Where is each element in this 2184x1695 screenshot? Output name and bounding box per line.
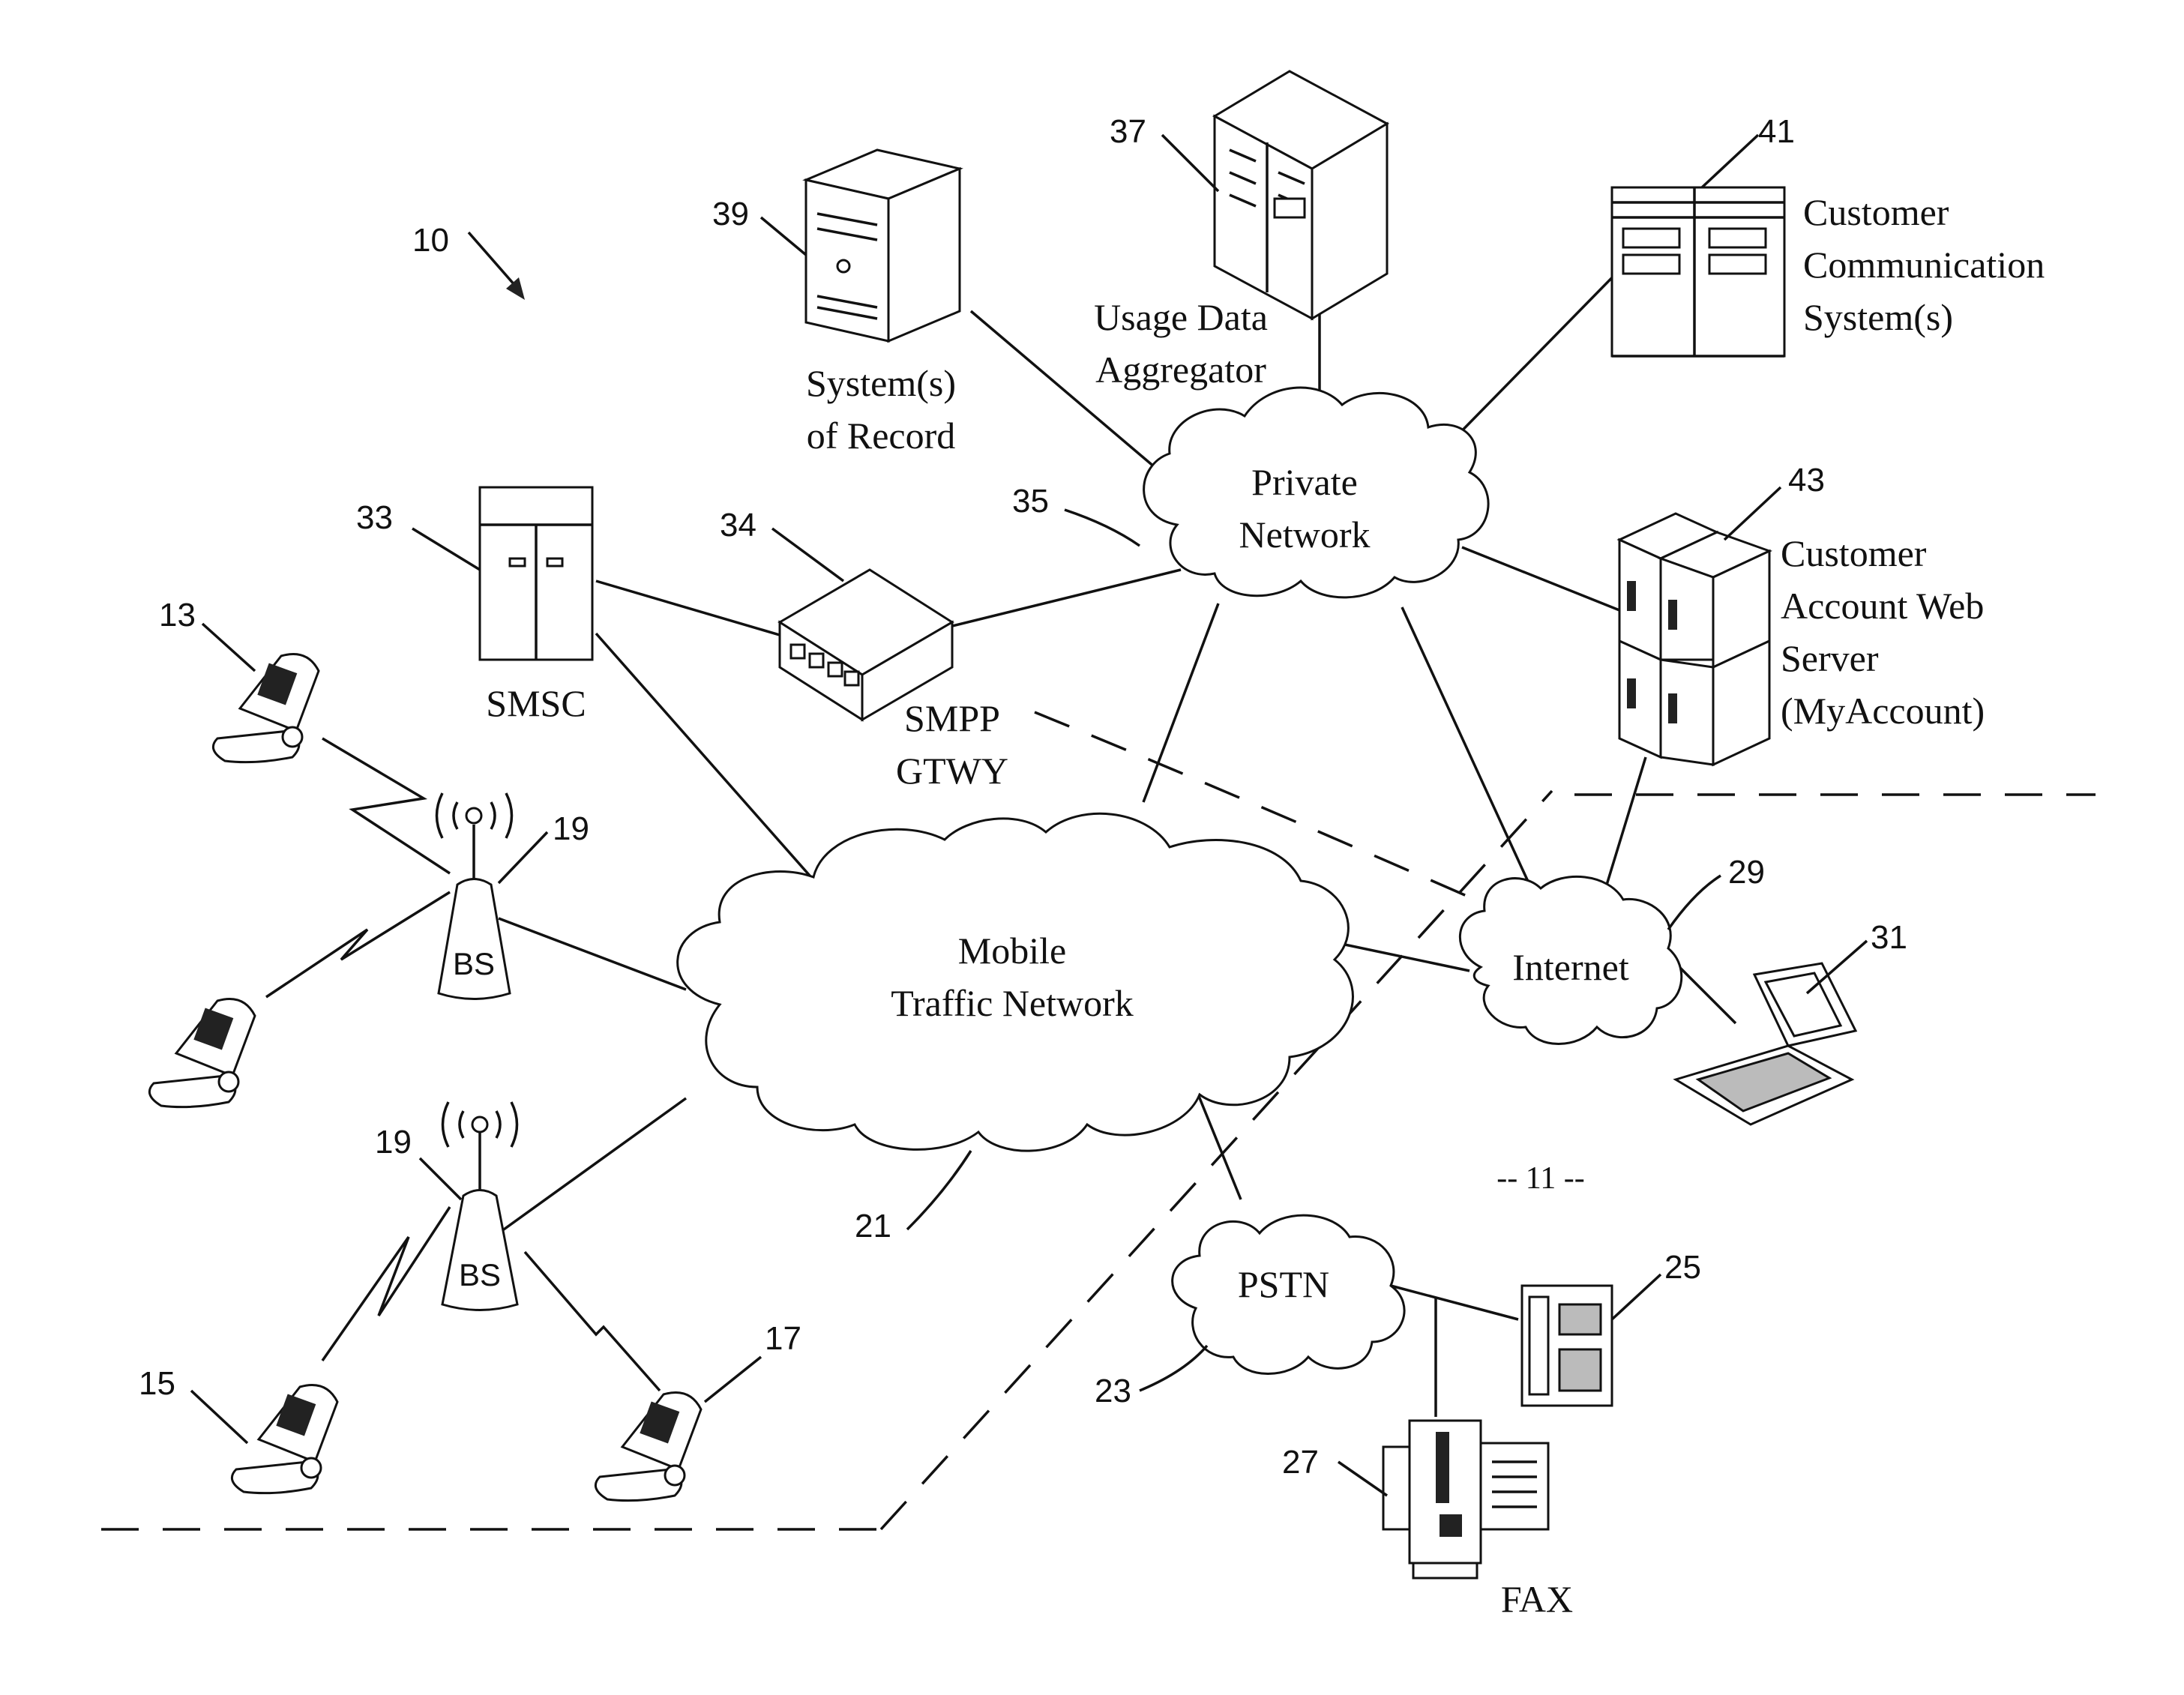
caws-label-4: (MyAccount) [1781, 690, 1985, 732]
uda-label-1: Usage Data [1094, 296, 1268, 338]
base-station-bottom: BS 19 [375, 1101, 519, 1311]
smpp-ref: 34 [720, 507, 756, 544]
caws-label-3: Server [1781, 637, 1879, 679]
laptop: 31 [1673, 919, 1907, 1126]
mobile-network-ref: 21 [855, 1208, 891, 1244]
sor-label-2: of Record [807, 415, 956, 457]
smsc-ref: 33 [356, 499, 393, 536]
fax-ref: 27 [1282, 1444, 1319, 1481]
bs-top-ref: 19 [553, 810, 589, 847]
caws-label-2: Account Web [1781, 585, 1984, 627]
private-network-cloud: Private Network 35 [1012, 386, 1490, 599]
sor-label-1: System(s) [806, 362, 956, 404]
uda-label-2: Aggregator [1095, 349, 1266, 391]
mobile-network-label-1: Mobile [958, 930, 1066, 972]
smpp-label-2: GTWY [896, 750, 1008, 792]
mobile-phone-13: 13 [159, 597, 320, 764]
connection-lines [497, 261, 1737, 1417]
private-network-ref: 35 [1012, 483, 1049, 520]
internet-ref: 29 [1728, 854, 1765, 891]
smsc-server: SMSC 33 [356, 486, 594, 724]
bs-bottom-label: BS [459, 1257, 501, 1292]
mobile-traffic-network-cloud: Mobile Traffic Network 21 [676, 812, 1354, 1244]
internet-cloud: Internet 29 [1459, 854, 1765, 1045]
private-network-label-2: Network [1239, 514, 1371, 556]
figure-reference: 10 [412, 222, 525, 300]
internet-label: Internet [1512, 946, 1629, 988]
pstn-ref: 23 [1095, 1373, 1131, 1409]
caws-label-1: Customer [1781, 532, 1927, 574]
bs-bottom-ref: 19 [375, 1124, 412, 1160]
ccs-label-1: Customer [1803, 191, 1949, 233]
ccs-label-2: Communication [1803, 244, 2045, 286]
bs-top-label: BS [453, 946, 495, 981]
laptop-ref: 31 [1871, 919, 1907, 956]
desk-phone: 25 [1520, 1249, 1701, 1407]
customer-communication-system: Customer Communication System(s) 41 [1610, 113, 2045, 358]
sor-ref: 39 [712, 196, 749, 232]
caws-ref: 43 [1788, 462, 1825, 499]
phone-15-ref: 15 [139, 1365, 175, 1402]
fax-machine: FAX 27 [1282, 1419, 1573, 1620]
fax-label: FAX [1501, 1578, 1573, 1620]
customer-account-web-server: Customer Account Web Server (MyAccount) … [1616, 462, 1985, 767]
mobile-phone-17: 17 [594, 1320, 801, 1502]
mobile-network-label-2: Traffic Network [891, 982, 1134, 1024]
boundary-dashed-lines [101, 711, 2096, 1531]
mobile-phone-unlabeled [148, 998, 256, 1109]
pstn-cloud: PSTN 23 [1095, 1214, 1406, 1409]
area-ref: -- 11 -- [1496, 1161, 1584, 1196]
uda-ref: 37 [1110, 113, 1146, 150]
desk-phone-ref: 25 [1664, 1249, 1701, 1286]
ccs-ref: 41 [1758, 113, 1795, 150]
private-network-label-1: Private [1251, 461, 1358, 503]
phone-17-ref: 17 [765, 1320, 801, 1357]
ccs-label-3: System(s) [1803, 296, 1953, 338]
mobile-phone-15: 15 [139, 1365, 339, 1495]
systems-of-record-server: System(s) of Record 39 [712, 148, 963, 457]
smpp-label-1: SMPP [904, 697, 1000, 739]
lightning-links [265, 737, 661, 1392]
phone-13-ref: 13 [159, 597, 196, 633]
base-station-top: BS 19 [435, 792, 589, 1000]
pstn-label: PSTN [1238, 1263, 1329, 1305]
smsc-label: SMSC [486, 682, 586, 724]
smpp-gateway: SMPP GTWY 34 [720, 507, 1008, 792]
figure-ref: 10 [412, 222, 449, 259]
usage-data-aggregator-server: Usage Data Aggregator 37 [1094, 70, 1390, 391]
